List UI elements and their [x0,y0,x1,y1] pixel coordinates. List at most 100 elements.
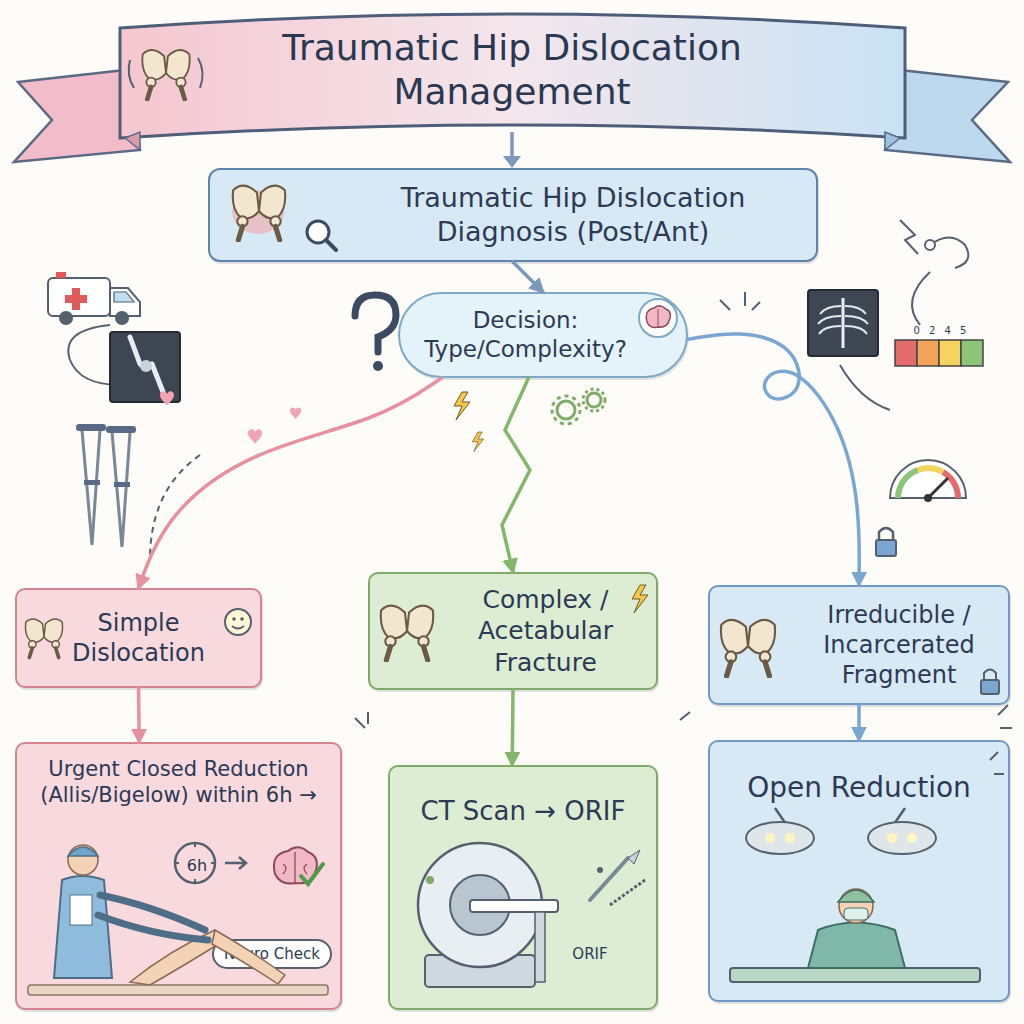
ambulance-icon [59,311,73,325]
banner-arrow [503,156,521,168]
pain-scale [917,340,939,366]
lightning-doodles [454,392,484,452]
ambulance-icon [72,288,80,310]
crutches-icon [82,430,100,545]
pain-scale [939,340,961,366]
node-label: Open Reduction [747,770,971,805]
diagram-title: Traumatic Hip Dislocation Management [190,26,834,114]
crutches-icon [76,424,136,547]
category-box: Irreducible / Incarcerated Fragment [708,585,1010,705]
gauge-icon [918,468,943,472]
gear-doodles [587,393,601,407]
hip-icon [142,50,189,99]
scale-numbers: 0 2 4 5 [895,325,985,337]
curly-arrow [68,325,120,385]
gear-doodles [557,401,575,419]
crutches-icon [106,426,136,433]
heart-doodles [160,391,301,444]
crutches-icon [84,480,100,485]
treatment-box: Urgent Closed Reduction (Allis/Bigelow) … [15,742,342,1010]
ambulance-icon [114,292,134,302]
flow-arrow [513,262,543,292]
ambulance-icon [115,311,129,325]
xray-image [140,360,152,372]
flow-arrow [139,378,442,588]
crutches-icon [112,432,130,547]
gauge-icon [898,470,918,498]
ambulance-icon [65,295,87,303]
banner-arrow [510,132,514,158]
ambulance-icon [110,288,140,316]
xray-image [110,332,180,402]
node-label: Simple Dislocation [57,608,220,668]
wire-icon [900,220,968,268]
question-mark [373,361,383,371]
gauge-icon [890,460,966,498]
treatment-box: CT Scan → ORIF ORIF [388,765,658,1010]
sparkle-doodles [720,292,760,310]
gear-doodles [583,389,605,411]
diagnosis-box: Traumatic Hip Dislocation Diagnosis (Pos… [208,168,818,262]
ambulance-icon [48,272,140,325]
sparkle-doodles [355,712,368,728]
title-ribbon [14,14,1010,162]
title-ribbon [885,70,1010,162]
wire-icon [900,220,918,254]
chest-xray [842,298,845,348]
xray-image [110,332,180,402]
sparkle-doodles [355,292,1012,728]
gear-doodles [552,389,605,424]
dashed-doodle [150,455,200,560]
heart-doodles [290,407,301,419]
lightning-doodles [472,432,483,452]
pain-scale [961,340,983,366]
xray-image [130,337,165,397]
flow-arrow [137,688,141,742]
flow-arrow [688,334,859,585]
gauge-icon [928,478,948,498]
chest-xray [818,306,868,334]
category-box: Complex / Acetabular Fracture [368,572,658,690]
curly-arrow [840,365,890,410]
node-label: CT Scan → ORIF [421,795,626,828]
flow-arrow [857,705,861,740]
gauge-icon [924,494,932,502]
title-ribbon [125,132,140,150]
banner-arrow [503,132,521,168]
ambulance-icon [56,272,66,278]
sparkle-doodles [998,705,1012,728]
question-mark [355,295,396,371]
title-ribbon [120,14,905,138]
flow-arrow [510,690,514,765]
node-label: Traumatic Hip Dislocation Diagnosis (Pos… [350,181,796,249]
title-ribbon [885,132,900,150]
heart-doodles [248,429,262,444]
node-label: Decision: Type/Complexity? [416,306,636,364]
gear-doodles [552,396,580,424]
pain-scale [895,340,983,366]
chest-xray [808,290,878,356]
node-label: Urgent Closed Reduction (Allis/Bigelow) … [29,756,329,809]
gauge-icon [943,472,958,498]
wire-icon [925,240,935,250]
lightning-doodles [454,392,470,420]
title-ribbon [14,70,140,162]
curly-arrow [912,272,930,325]
crutches-icon [76,424,106,431]
tool-label: ORIF [565,945,615,963]
lock-icon [876,540,896,556]
crutches-icon [114,482,130,487]
decision-pill: Decision: Type/Complexity? [398,292,688,378]
motion-arrows [129,58,203,88]
treatment-box: Open Reduction [708,740,1010,1002]
flow-arrow [502,378,530,572]
gauge-icon [890,460,966,502]
question-mark [355,295,396,352]
wire-icon [930,238,968,269]
speech-bubble: Neuro Check [212,939,332,969]
lock-icon [876,528,896,556]
heart-doodles [160,391,174,406]
clock-label: 6h [177,856,217,875]
lock-icon [879,528,893,540]
